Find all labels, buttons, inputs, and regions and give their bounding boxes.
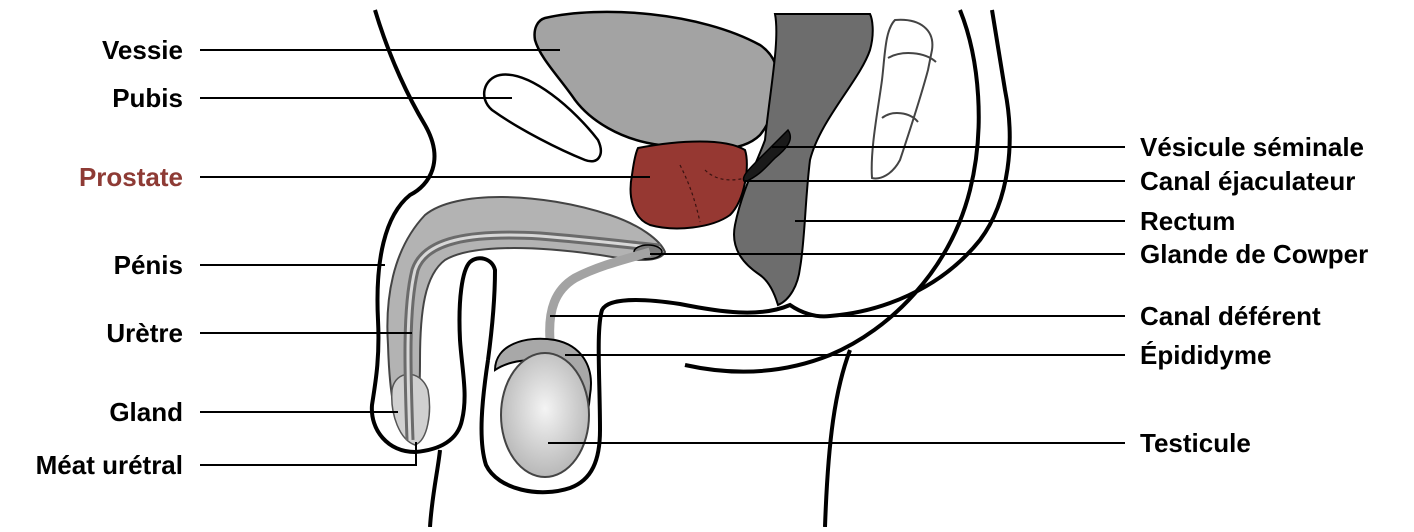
label-gland: Gland (109, 397, 183, 427)
label-meat: Méat urétral (36, 450, 183, 480)
label-vesicule: Vésicule séminale (1140, 132, 1364, 162)
sacrum (872, 20, 933, 179)
leader-meat (200, 442, 416, 465)
label-canal-def: Canal déférent (1140, 301, 1321, 331)
label-rectum: Rectum (1140, 206, 1235, 236)
label-cowper: Glande de Cowper (1140, 239, 1368, 269)
label-uretre: Urètre (106, 318, 183, 348)
leg-front-outline (430, 450, 440, 527)
label-epididyme: Épididyme (1140, 340, 1271, 370)
label-testicule: Testicule (1140, 428, 1251, 458)
label-canal-ejac: Canal éjaculateur (1140, 166, 1355, 196)
label-prostate: Prostate (79, 162, 183, 192)
label-vessie: Vessie (102, 35, 183, 65)
testis (501, 353, 589, 477)
prostate (631, 142, 747, 229)
thigh-outline (825, 350, 850, 527)
label-pubis: Pubis (112, 83, 183, 113)
label-penis: Pénis (114, 250, 183, 280)
